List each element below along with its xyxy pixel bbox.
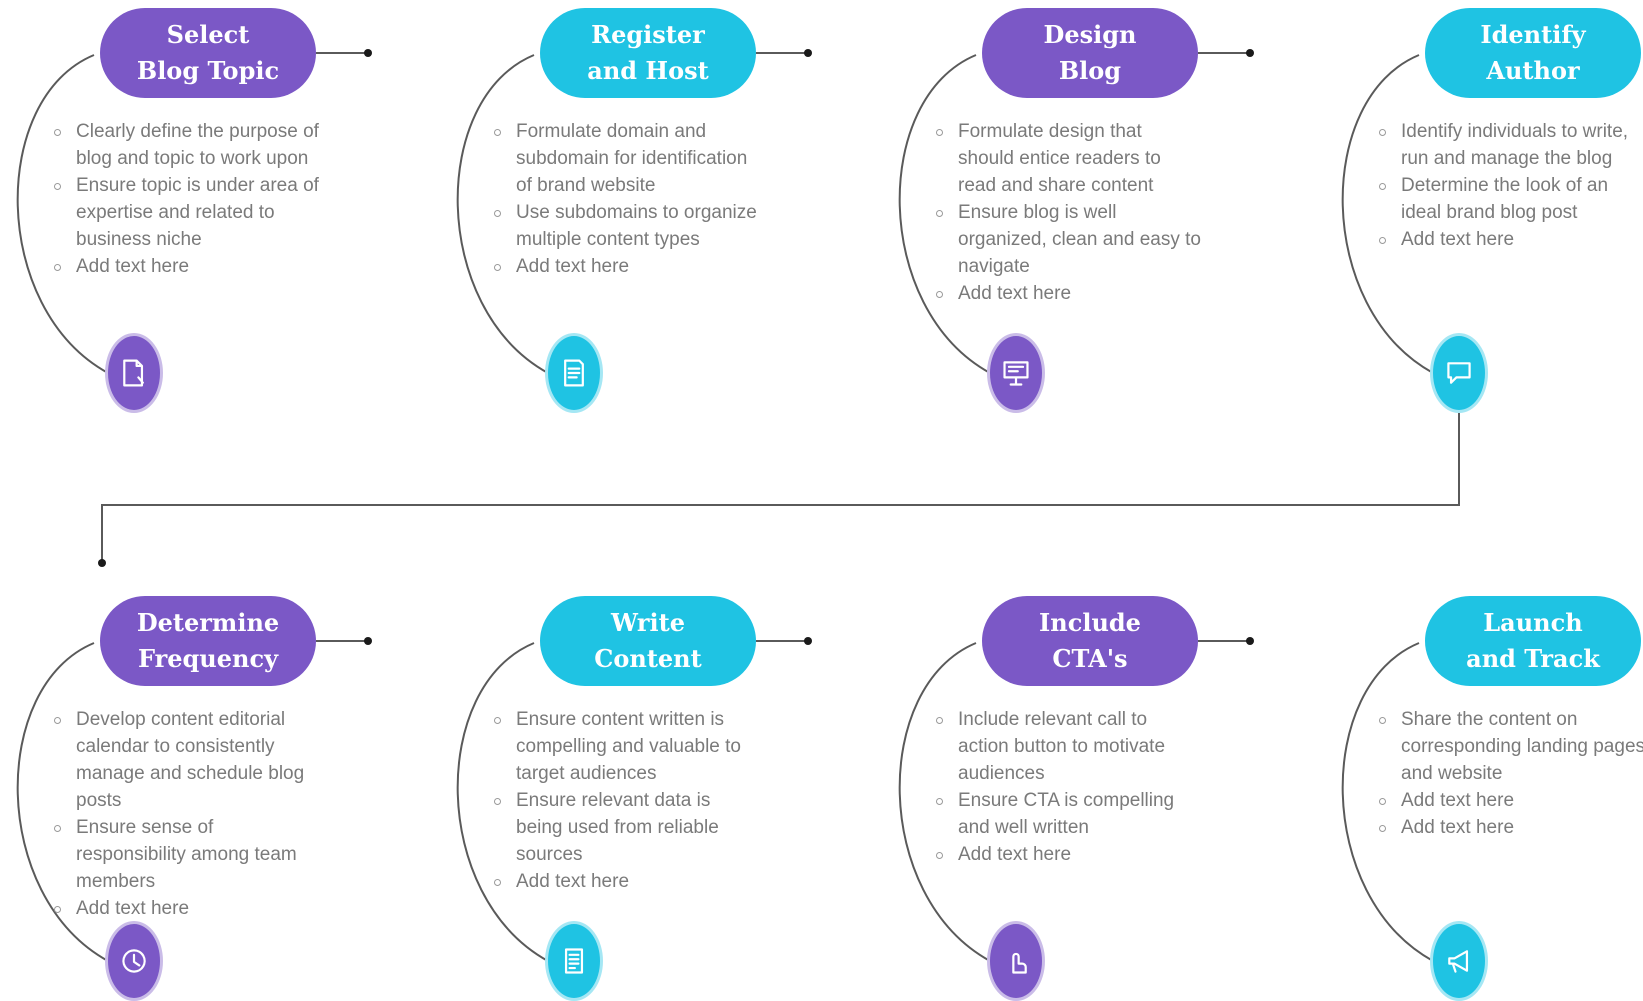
- step-title: Determine Frequency: [136, 608, 280, 673]
- step-title: Register and Host: [587, 20, 709, 85]
- arrow-head: [804, 637, 812, 645]
- step-bullet-list: Formulate domain and subdomain for ident…: [490, 118, 760, 280]
- step-arc-connector: [456, 54, 549, 374]
- step-header: Determine Frequency: [100, 596, 316, 686]
- step-bullet: Share the content on corresponding landi…: [1375, 706, 1643, 787]
- document-icon: [564, 359, 584, 387]
- arrow-head: [1246, 637, 1254, 645]
- step-header: Register and Host: [540, 8, 756, 98]
- step-icon-badge: [1430, 333, 1488, 413]
- step-icon-badge: [105, 333, 163, 413]
- step-arc-connector: [456, 642, 549, 962]
- row-transition-connector: [101, 413, 1460, 560]
- step-header: Design Blog: [982, 8, 1198, 98]
- step-icon-badge: [987, 333, 1045, 413]
- step-bullet: Formulate design that should entice read…: [932, 118, 1202, 199]
- step-bullet: Clearly define the purpose of blog and t…: [50, 118, 320, 172]
- step-icon-badge: [987, 921, 1045, 1001]
- step-bullet: Ensure topic is under area of expertise …: [50, 172, 320, 253]
- step-bullet: Develop content editorial calendar to co…: [50, 706, 320, 814]
- step-bullet: Add text here: [1375, 814, 1643, 841]
- step-bullet: Determine the look of an ideal brand blo…: [1375, 172, 1643, 226]
- step-bullet: Ensure blog is well organized, clean and…: [932, 199, 1202, 280]
- step-bullet: Add text here: [50, 253, 320, 280]
- step-header: Include CTA's: [982, 596, 1198, 686]
- step-bullet: Add text here: [932, 841, 1202, 868]
- arrow-head: [364, 49, 372, 57]
- step-arc-connector: [16, 642, 109, 962]
- step-header: Select Blog Topic: [100, 8, 316, 98]
- step-title: Include CTA's: [1039, 608, 1141, 673]
- step-bullet: Ensure CTA is compelling and well writte…: [932, 787, 1202, 841]
- step-icon-badge: [105, 921, 163, 1001]
- step-bullet: Add text here: [932, 280, 1202, 307]
- step-bullet-list: Clearly define the purpose of blog and t…: [50, 118, 320, 280]
- step-icon-badge: [545, 333, 603, 413]
- step-bullet: Identify individuals to write, run and m…: [1375, 118, 1643, 172]
- arrow-head: [98, 559, 106, 567]
- step-bullet: Use subdomains to organize multiple cont…: [490, 199, 760, 253]
- step-bullet: Add text here: [490, 253, 760, 280]
- arrow-head: [804, 49, 812, 57]
- step-arc-connector: [898, 642, 991, 962]
- step-arc-connector: [16, 54, 109, 374]
- step-title: Write Content: [594, 608, 702, 673]
- step-bullet-list: Develop content editorial calendar to co…: [50, 706, 320, 922]
- step-title: Identify Author: [1480, 20, 1586, 85]
- step-arc-connector: [1341, 54, 1434, 374]
- step-bullet: Include relevant call to action button t…: [932, 706, 1202, 787]
- step-bullet-list: Ensure content written is compelling and…: [490, 706, 760, 895]
- step-bullet-list: Formulate design that should entice read…: [932, 118, 1202, 307]
- step-header: Identify Author: [1425, 8, 1641, 98]
- step-bullet-list: Share the content on corresponding landi…: [1375, 706, 1643, 841]
- megaphone-icon: [1448, 950, 1469, 973]
- step-bullet-list: Identify individuals to write, run and m…: [1375, 118, 1643, 253]
- step-icon-badge: [1430, 921, 1488, 1001]
- presentation-board-icon: [1003, 361, 1029, 386]
- step-title: Design Blog: [1043, 20, 1137, 85]
- chat-bubble-icon: [1447, 362, 1471, 384]
- notepad-icon: [564, 948, 584, 974]
- pointer-hand-icon: [1012, 952, 1027, 974]
- step-bullet: Add text here: [490, 868, 760, 895]
- arrow-head: [364, 637, 372, 645]
- step-bullet-list: Include relevant call to action button t…: [932, 706, 1202, 868]
- step-bullet: Add text here: [1375, 226, 1643, 253]
- step-bullet: Ensure sense of responsibility among tea…: [50, 814, 320, 895]
- step-bullet: Formulate domain and subdomain for ident…: [490, 118, 760, 199]
- step-header: Launch and Track: [1425, 596, 1641, 686]
- step-bullet: Add text here: [50, 895, 320, 922]
- step-bullet: Ensure relevant data is being used from …: [490, 787, 760, 868]
- step-title: Select Blog Topic: [136, 20, 280, 85]
- step-arc-connector: [898, 54, 991, 374]
- clock-icon: [122, 949, 146, 973]
- step-arc-connector: [1341, 642, 1434, 962]
- step-header: Write Content: [540, 596, 756, 686]
- step-bullet: Ensure content written is compelling and…: [490, 706, 760, 787]
- step-bullet: Add text here: [1375, 787, 1643, 814]
- step-title: Launch and Track: [1466, 608, 1600, 673]
- document-search-icon: [123, 359, 144, 387]
- arrow-head: [1246, 49, 1254, 57]
- step-icon-badge: [545, 921, 603, 1001]
